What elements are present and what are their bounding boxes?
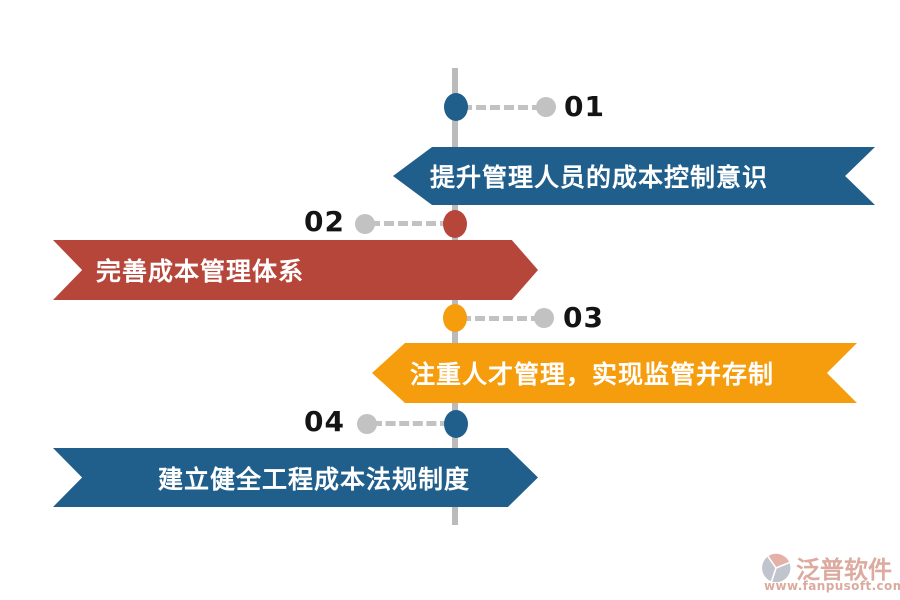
step3-number: 03: [563, 301, 604, 334]
step4-dashed-connector: [372, 421, 450, 426]
step4-number: 04: [304, 405, 345, 438]
step2-gray-dot: [355, 214, 375, 234]
brand-watermark: 泛普软件 www.fanpusoft.com: [758, 548, 900, 596]
step3-banner: 注重人才管理，实现监管并存制: [372, 343, 857, 403]
step2-dashed-connector: [370, 221, 450, 226]
step3-gray-dot: [534, 308, 554, 328]
step1-dashed-connector: [462, 105, 542, 110]
step4-gray-dot: [357, 414, 377, 434]
step3-banner-label: 注重人才管理，实现监管并存制: [410, 360, 775, 389]
step4-banner-label: 建立健全工程成本法规制度: [158, 464, 471, 494]
step1-timeline-node: [444, 93, 468, 121]
step2-timeline-node: [443, 210, 467, 238]
step3-timeline-node: [443, 304, 467, 332]
step1-gray-dot: [536, 97, 556, 117]
step1-banner-label: 提升管理人员的成本控制意识: [430, 163, 769, 192]
step4-banner: 建立健全工程成本法规制度: [53, 448, 538, 507]
step2-number: 02: [304, 205, 345, 238]
step2-banner-label: 完善成本管理体系: [96, 257, 305, 286]
brand-logo-icon: [760, 552, 792, 588]
brand-url: www.fanpusoft.com: [764, 579, 900, 593]
step1-number: 01: [564, 90, 605, 123]
step3-dashed-connector: [461, 316, 541, 321]
step1-banner: 提升管理人员的成本控制意识: [393, 147, 875, 205]
step2-banner: 完善成本管理体系: [53, 240, 538, 300]
brand-name: 泛普软件: [796, 556, 892, 584]
step4-timeline-node: [444, 410, 468, 438]
